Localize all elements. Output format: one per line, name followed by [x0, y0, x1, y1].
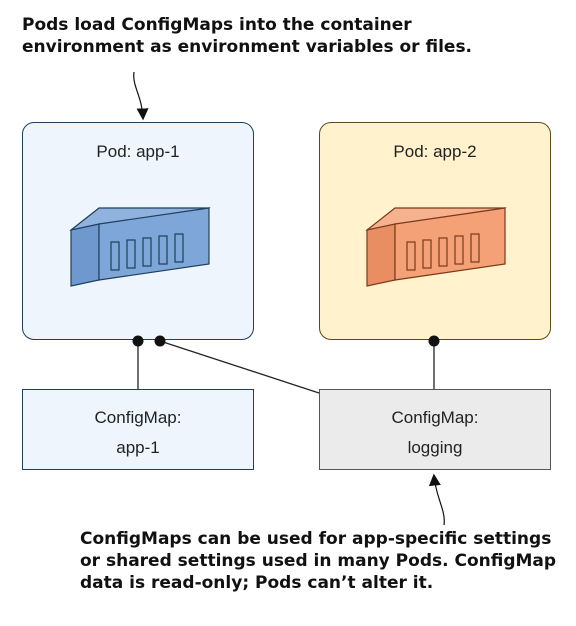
- configmap-name: app-1: [116, 438, 160, 457]
- bottom-annotation: ConfigMaps can be used for app-specific …: [80, 528, 570, 594]
- top-annotation-line-1: Pods load ConfigMaps into the container: [22, 15, 412, 35]
- shipping-container-icon: [69, 207, 211, 287]
- mount-point-dot: [154, 335, 166, 347]
- top-annotation-line-2: environment as environment variables or …: [22, 37, 473, 57]
- bottom-annotation-line-2: or shared settings used in many Pods. Co…: [80, 551, 557, 571]
- configmap-app-1: ConfigMap: app-1: [22, 389, 254, 470]
- shipping-container-icon: [365, 207, 507, 287]
- configmap-logging: ConfigMap: logging: [319, 389, 551, 470]
- top-annotation: Pods load ConfigMaps into the container …: [22, 14, 542, 58]
- bottom-annotation-line-3: data is read-only; Pods can’t alter it.: [80, 573, 434, 593]
- pod-title: Pod: app-1: [96, 142, 180, 161]
- configmap-label: ConfigMap:: [94, 408, 182, 427]
- annotation-arrow-bottom: [428, 473, 445, 526]
- configmap-label: ConfigMap:: [391, 408, 479, 427]
- configmap-name: logging: [407, 438, 463, 457]
- bottom-annotation-line-1: ConfigMaps can be used for app-specific …: [80, 529, 552, 549]
- mount-point-dot: [132, 335, 144, 347]
- mount-point-dot: [428, 335, 440, 347]
- pod-title: Pod: app-2: [393, 142, 477, 161]
- annotation-arrow-top: [133, 71, 149, 121]
- connector-pod1-configmap-logging: [159, 340, 320, 394]
